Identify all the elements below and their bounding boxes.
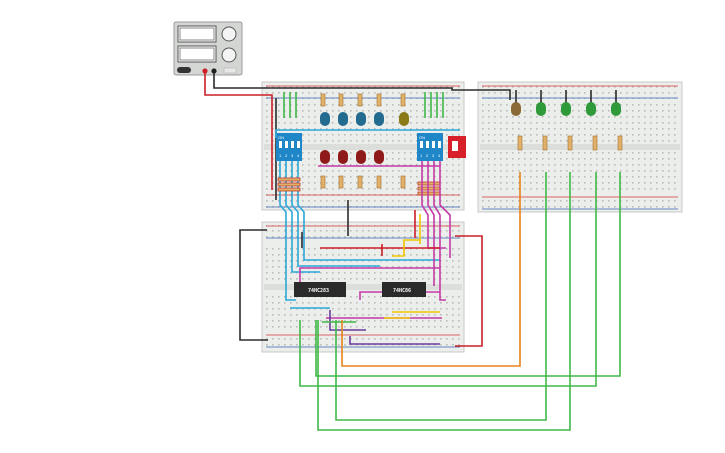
power-supply[interactable] bbox=[173, 21, 243, 76]
resistor-icon bbox=[320, 93, 406, 189]
dip-1-on-label: ON bbox=[278, 135, 284, 140]
dip-1-num-3: 3 bbox=[291, 153, 294, 158]
chip-1-label: 74HC283 bbox=[308, 288, 329, 294]
dip-switch-1[interactable]: ON 1 2 3 4 bbox=[276, 133, 302, 161]
slide-switch[interactable] bbox=[448, 136, 466, 158]
dip-2-num-3: 3 bbox=[432, 153, 435, 158]
breadboard-right bbox=[477, 81, 683, 213]
led-row-red bbox=[320, 150, 384, 164]
resistor-cluster-left bbox=[277, 177, 301, 192]
chip-74hc283: 74HC283 bbox=[294, 282, 346, 297]
chip-74hc86: 74HC86 bbox=[382, 282, 426, 297]
output-wires bbox=[299, 172, 621, 431]
resistor-row-right bbox=[517, 135, 623, 151]
dip-1-num-1: 1 bbox=[279, 153, 282, 158]
dip-2-on-label: ON bbox=[419, 135, 425, 140]
green-jumpers bbox=[283, 92, 444, 118]
led-row-right bbox=[511, 102, 621, 116]
dip-2-num-1: 1 bbox=[420, 153, 423, 158]
led-row-blue bbox=[320, 112, 409, 126]
chip-2-label: 74HC86 bbox=[393, 288, 411, 294]
dip-1-num-2: 2 bbox=[285, 153, 288, 158]
dip-1-num-4: 4 bbox=[297, 153, 300, 158]
bottom-board-wires bbox=[290, 214, 440, 345]
dip-2-num-4: 4 bbox=[438, 153, 441, 158]
dip-2-num-2: 2 bbox=[426, 153, 429, 158]
dip-switch-2[interactable]: ON 1 2 3 4 bbox=[417, 133, 443, 161]
